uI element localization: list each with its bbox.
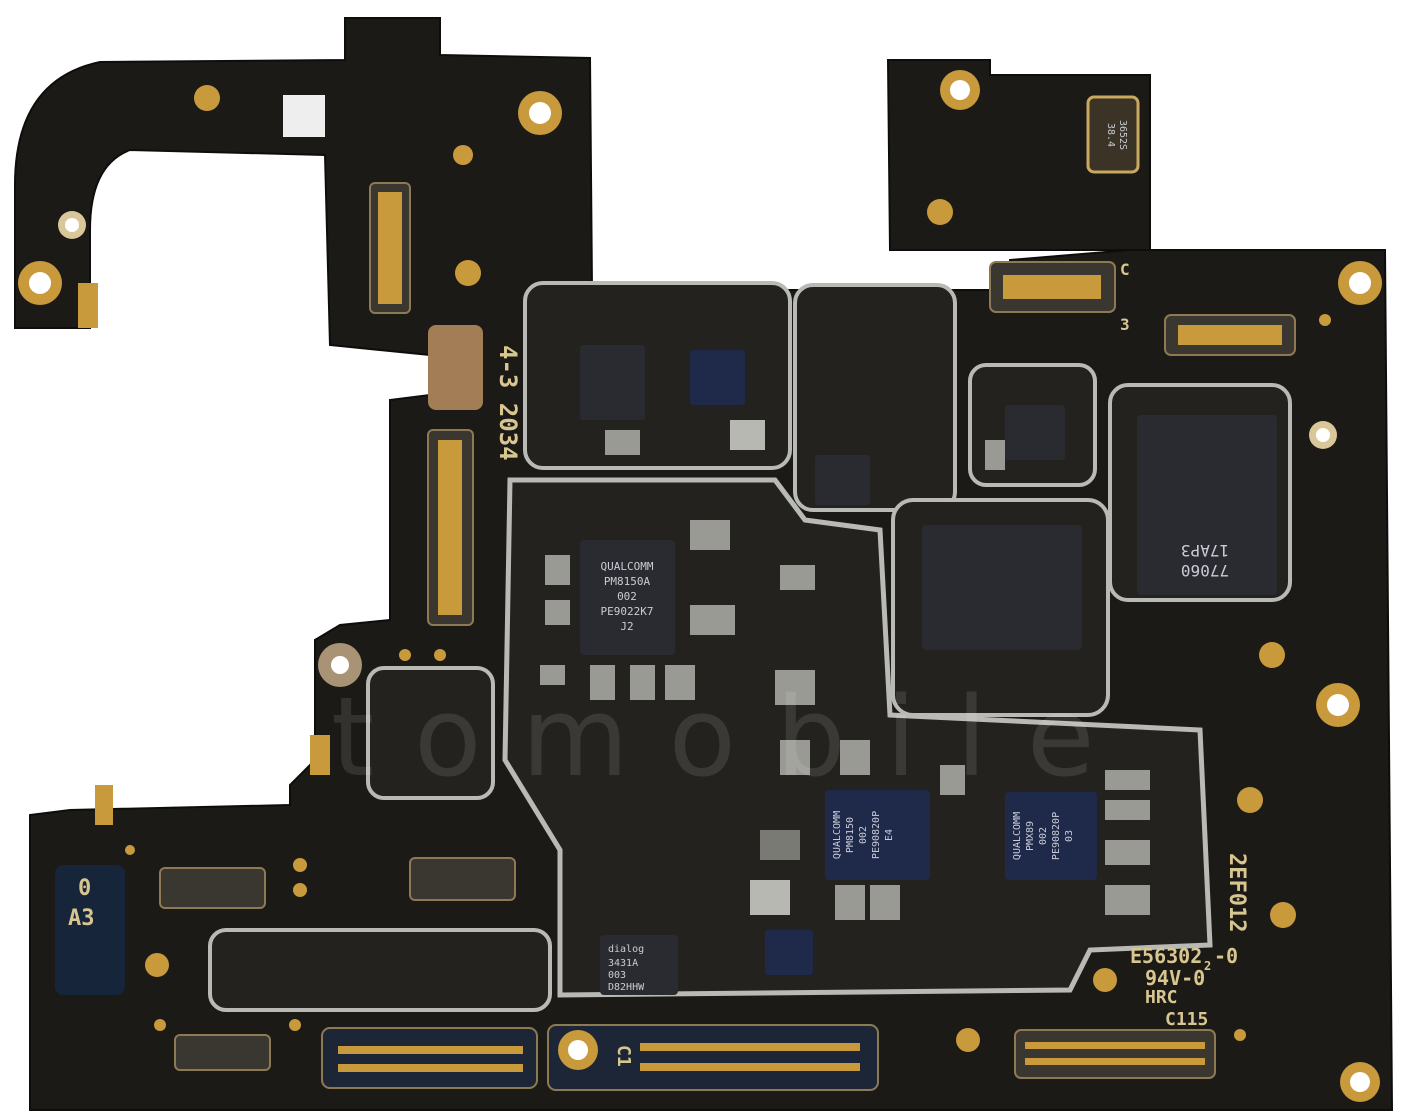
chip-misc-2	[580, 345, 645, 420]
chip-pm-right	[1005, 792, 1097, 880]
a3-top-label: 0	[78, 876, 91, 901]
connector-bottom-1	[321, 1027, 538, 1089]
shield-bottom	[208, 928, 552, 1012]
svg-text:3431A: 3431A	[608, 958, 638, 969]
cert-line2: 94V-0	[1145, 966, 1205, 990]
chip-dialog	[600, 935, 678, 995]
svg-text:002: 002	[858, 826, 869, 844]
svg-text:PE90820P: PE90820P	[871, 811, 882, 859]
a3-plate	[55, 865, 125, 995]
memory-marking: 77060 17AP3	[1181, 541, 1229, 580]
chip-pmic	[580, 540, 675, 655]
svg-text:17AP3: 17AP3	[1181, 541, 1229, 560]
svg-text:03: 03	[1064, 830, 1075, 842]
cert-dash: -0	[1214, 944, 1238, 968]
svg-text:38.4: 38.4	[1105, 123, 1116, 147]
board-code-label: 2EF012	[1224, 853, 1249, 932]
dialog-marking: dialog 3431A 003 D82HHW	[608, 944, 645, 993]
svg-text:QUALCOMM: QUALCOMM	[832, 811, 843, 859]
svg-text:PM8150A: PM8150A	[604, 575, 651, 588]
svg-text:QUALCOMM: QUALCOMM	[601, 560, 654, 573]
connector-bottom-left-b	[409, 857, 516, 901]
date-code-label: 4-3 2034	[494, 345, 522, 461]
shield-left	[366, 666, 495, 800]
svg-text:QUALCOMM: QUALCOMM	[1012, 812, 1023, 860]
chip-misc-4	[765, 930, 813, 975]
svg-text:PE90820P: PE90820P	[1051, 812, 1062, 860]
white-component	[283, 95, 325, 137]
chip-crystal	[1086, 95, 1140, 174]
svg-text:77060: 77060	[1181, 561, 1229, 580]
pm-right-marking: QUALCOMM PMX89 002 PE90820P 03	[1012, 812, 1075, 860]
pmic-marking: QUALCOMM PM8150A 002 PE9022K7 J2	[601, 560, 654, 633]
passive-components	[540, 420, 1150, 920]
pads	[78, 283, 1331, 1041]
chip-memory	[1137, 415, 1277, 595]
svg-text:3652S: 3652S	[1117, 120, 1128, 150]
copper-pad	[428, 325, 483, 410]
cert-line4: C115	[1165, 1009, 1208, 1030]
svg-text:002: 002	[617, 590, 637, 603]
svg-text:J2: J2	[620, 620, 633, 633]
connector-bottom-small	[174, 1034, 271, 1071]
connector-bottom-3	[1014, 1029, 1216, 1079]
shield-top-left	[523, 281, 792, 470]
a3-label: A3	[68, 906, 95, 931]
svg-text:PMX89: PMX89	[1025, 821, 1036, 851]
connector-bottom-2	[547, 1024, 879, 1091]
mounting-holes	[18, 70, 1382, 1102]
chip-soc	[922, 525, 1082, 650]
cert-line1: E56302	[1130, 944, 1202, 968]
svg-text:003: 003	[608, 970, 626, 981]
connector-bottom-left-a	[159, 867, 266, 909]
three-label: 3	[1120, 315, 1130, 334]
cert-line3: HRC	[1145, 987, 1178, 1008]
c-label: C	[1120, 260, 1130, 279]
svg-text:PE9022K7: PE9022K7	[601, 605, 654, 618]
svg-text:PM8150: PM8150	[845, 817, 856, 853]
c1-label: C1	[613, 1045, 634, 1067]
crystal-marking: 38.4 3652S	[1105, 120, 1128, 150]
connector-pins	[338, 192, 1282, 1072]
chip-misc-3	[815, 455, 870, 505]
chip-pm-left	[825, 790, 930, 880]
coax-connectors	[145, 85, 1296, 1052]
cert-sub: 2	[1204, 959, 1211, 973]
watermark: ictomobile	[160, 673, 1135, 801]
chip-small-blue	[690, 350, 745, 405]
svg-text:D82HHW: D82HHW	[608, 982, 645, 993]
chip-misc-1	[1005, 405, 1065, 460]
pm-left-marking: QUALCOMM PM8150 002 PE90820P E4	[832, 811, 895, 859]
svg-text:E4: E4	[884, 829, 895, 841]
svg-text:dialog: dialog	[608, 944, 644, 955]
svg-text:002: 002	[1038, 827, 1049, 845]
shield-top-middle	[793, 283, 957, 512]
